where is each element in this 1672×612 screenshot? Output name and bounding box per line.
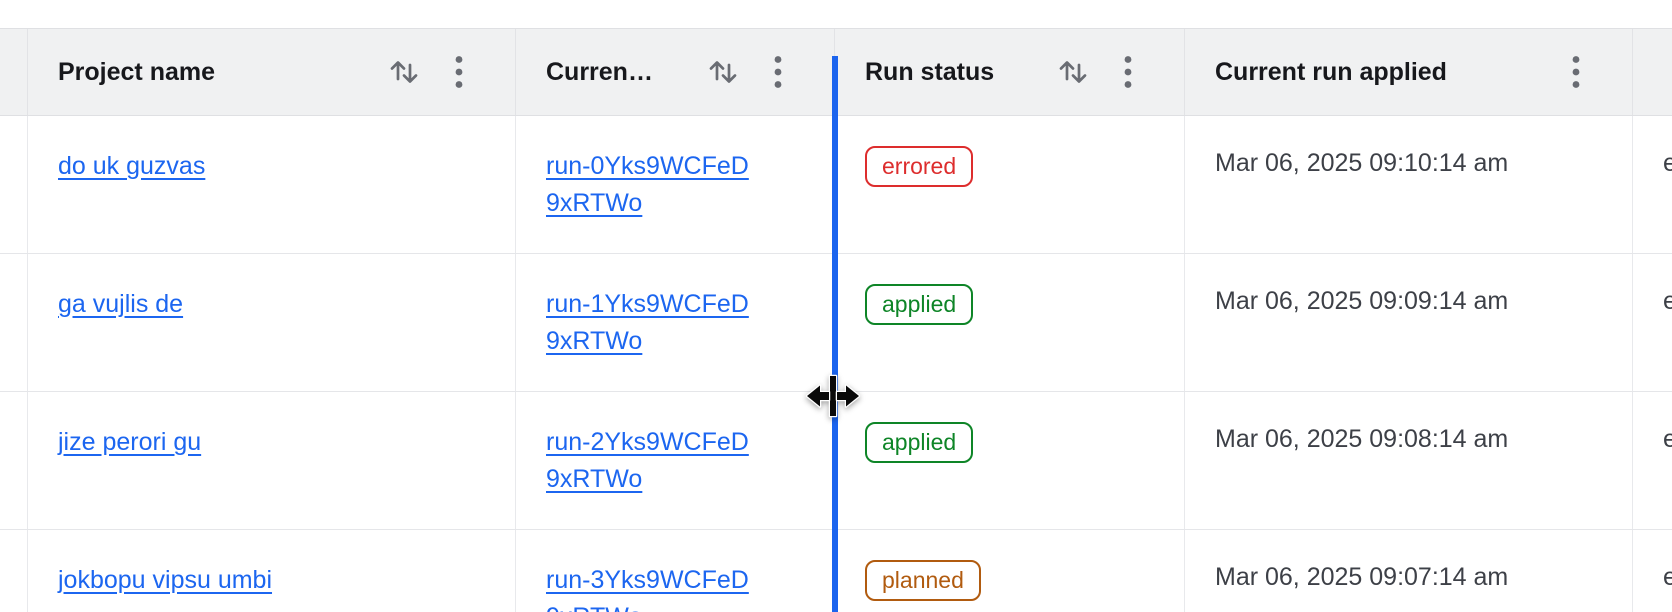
clipped-cell: e	[1633, 116, 1672, 253]
kebab-menu-icon[interactable]	[455, 55, 463, 89]
project-name-cell: jokbopu vipsu umbi	[28, 530, 516, 612]
run-status-cell: applied	[835, 254, 1185, 391]
applied-timestamp: Mar 06, 2025 09:09:14 am	[1215, 287, 1509, 315]
clipped-value: e	[1663, 425, 1672, 453]
run-status-cell: planned	[835, 530, 1185, 612]
project-name-cell: ga vujlis de	[28, 254, 516, 391]
column-header-current-run: Curren…	[516, 29, 835, 115]
status-badge: applied	[865, 422, 974, 463]
clipped-cell: e	[1633, 530, 1672, 612]
project-name-link[interactable]: ga vujlis de	[58, 290, 184, 318]
column-header-project-name: Project name	[28, 29, 516, 115]
current-run-applied-cell: Mar 06, 2025 09:10:14 am	[1185, 116, 1633, 253]
row-strip-cell	[0, 392, 28, 529]
sort-icon[interactable]	[1056, 55, 1090, 89]
row-strip-cell	[0, 116, 28, 253]
col-resize-cursor-icon	[805, 374, 861, 418]
current-run-applied-cell: Mar 06, 2025 09:07:14 am	[1185, 530, 1633, 612]
project-name-link[interactable]: do uk guzvas	[58, 152, 206, 180]
kebab-menu-icon[interactable]	[1572, 55, 1580, 89]
sort-icon[interactable]	[706, 55, 740, 89]
status-badge: applied	[865, 284, 974, 325]
column-header-run-status: Run status	[835, 29, 1185, 115]
clipped-cell: e	[1633, 392, 1672, 529]
applied-timestamp: Mar 06, 2025 09:07:14 am	[1215, 563, 1509, 591]
current-run-applied-cell: Mar 06, 2025 09:09:14 am	[1185, 254, 1633, 391]
run-status-cell: applied	[835, 392, 1185, 529]
clipped-value: e	[1663, 563, 1672, 591]
sort-icon[interactable]	[387, 55, 421, 89]
column-label: Curren…	[546, 57, 653, 86]
column-resize-guide-line[interactable]	[832, 56, 838, 612]
row-strip-cell	[0, 530, 28, 612]
column-label: Project name	[58, 57, 216, 86]
run-status-cell: errored	[835, 116, 1185, 253]
status-badge: planned	[865, 560, 981, 601]
current-run-cell: run-3Yks9WCFeD9xRTWo	[516, 530, 835, 612]
column-label: Run status	[865, 57, 995, 86]
column-header-current-run-applied: Current run applied	[1185, 29, 1633, 115]
project-name-cell: jize perori gu	[28, 392, 516, 529]
applied-timestamp: Mar 06, 2025 09:08:14 am	[1215, 425, 1509, 453]
clipped-cell: e	[1633, 254, 1672, 391]
kebab-menu-icon[interactable]	[774, 55, 782, 89]
applied-timestamp: Mar 06, 2025 09:10:14 am	[1215, 149, 1509, 177]
project-name-link[interactable]: jize perori gu	[58, 428, 202, 456]
status-badge: errored	[865, 146, 974, 187]
row-strip-cell	[0, 254, 28, 391]
project-name-cell: do uk guzvas	[28, 116, 516, 253]
column-label: Current run applied	[1215, 57, 1447, 86]
header-cell-clipped-left	[0, 29, 28, 115]
clipped-value: e	[1663, 149, 1672, 177]
column-header-clipped-right: V	[1633, 29, 1672, 115]
run-id-link[interactable]: run-3Yks9WCFeD9xRTWo	[546, 566, 749, 612]
kebab-menu-icon[interactable]	[1124, 55, 1132, 89]
clipped-value: e	[1663, 287, 1672, 315]
project-name-link[interactable]: jokbopu vipsu umbi	[58, 566, 273, 594]
current-run-applied-cell: Mar 06, 2025 09:08:14 am	[1185, 392, 1633, 529]
